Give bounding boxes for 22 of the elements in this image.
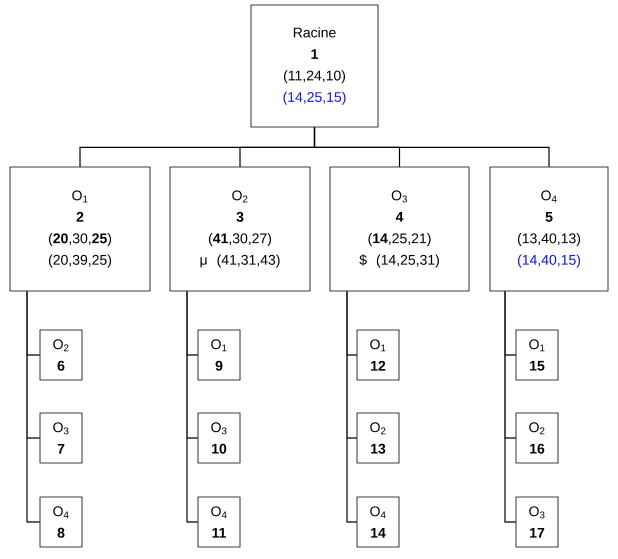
leaf-box: O$_{3}$ 10 xyxy=(198,412,240,464)
leaf-box: O$_{2}$ 16 xyxy=(516,412,558,464)
connector-line xyxy=(346,291,357,523)
root-box: Racine 1 (11,24,10) (14,25,15) xyxy=(250,4,378,128)
leaf-box: O$_{4}$ 14 xyxy=(356,496,400,548)
tree-node-box: O$_{3}$ 4 (14,25,21) $ (14,25,31) xyxy=(330,166,470,292)
leaf-box: O$_{3}$ 17 xyxy=(516,496,558,548)
tree-node-box: O$_{1}$ 2 (20,30,25) (20,39,25) xyxy=(10,166,150,292)
connector-line xyxy=(314,127,550,167)
leaf-box: O$_{1}$ 15 xyxy=(516,330,558,380)
leaf-box: O$_{1}$ 9 xyxy=(198,330,240,380)
leaf-box: O$_{4}$ 8 xyxy=(40,496,82,548)
leaf-box: O$_{2}$ 13 xyxy=(356,412,400,464)
tree-node-box: O$_{2}$ 3 (41,30,27) μ (41,31,43) xyxy=(170,166,310,292)
tree-node-box: O$_{4}$ 5 (13,40,13) (14,40,15) xyxy=(490,166,608,292)
leaf-box: O$_{1}$ 12 xyxy=(356,330,400,380)
connector-line xyxy=(26,291,40,523)
leaf-box: O$_{4}$ 11 xyxy=(198,496,240,548)
connector-line xyxy=(186,291,198,523)
connector-line xyxy=(504,291,516,523)
leaf-box: O$_{2}$ 6 xyxy=(40,330,82,380)
leaf-box: O$_{3}$ 7 xyxy=(40,412,82,464)
